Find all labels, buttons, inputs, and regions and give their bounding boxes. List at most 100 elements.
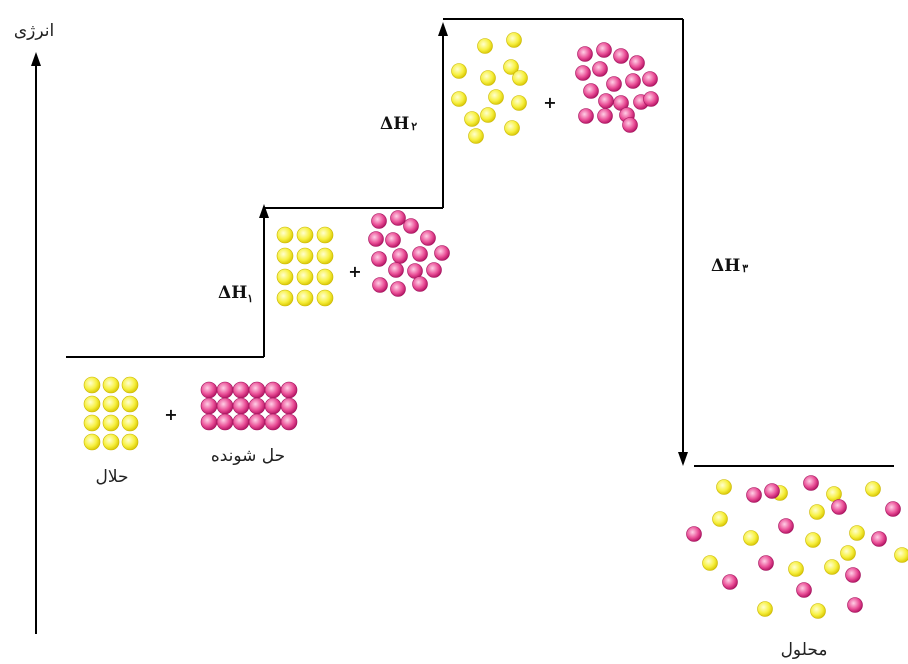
- solvent-particle: [894, 547, 908, 563]
- solvent-particle: [757, 601, 773, 617]
- solvent-particle: [506, 32, 522, 48]
- solute-particle: [643, 91, 659, 107]
- solvent-particle: [451, 91, 467, 107]
- solute-particle: [232, 413, 250, 431]
- energy-axis-label: انرژی: [14, 21, 54, 41]
- solvent-particle: [468, 128, 484, 144]
- solvent-particle: [83, 414, 101, 432]
- solvent-particle: [121, 433, 139, 451]
- solute-particle: [426, 262, 442, 278]
- solute-particle: [216, 397, 234, 415]
- solvent-particle: [83, 395, 101, 413]
- solute-label: حل شونده: [211, 446, 285, 466]
- solute-particle: [412, 246, 428, 262]
- solution-label: محلول: [781, 640, 828, 660]
- plus-sign: +: [348, 262, 361, 281]
- arrow-up-icon: [438, 22, 448, 36]
- solvent-particle: [743, 530, 759, 546]
- solute-particle: [420, 230, 436, 246]
- arrow-down-icon: [678, 452, 688, 466]
- solute-particle: [264, 397, 282, 415]
- solute-particle: [871, 531, 887, 547]
- solute-particle: [368, 231, 384, 247]
- solute-particle: [390, 210, 406, 226]
- solute-particle: [831, 499, 847, 515]
- solvent-particle: [276, 226, 294, 244]
- solute-particle: [248, 397, 266, 415]
- solvent-particle: [824, 559, 840, 575]
- solvent-particle: [121, 414, 139, 432]
- solvent-particles-packed: [276, 226, 334, 307]
- solvent-particles-separated: [451, 32, 528, 144]
- solute-particle: [845, 567, 861, 583]
- solvent-label: حلال: [95, 467, 128, 487]
- solute-particle: [280, 413, 298, 431]
- solvent-particle: [316, 268, 334, 286]
- solute-particle: [598, 93, 614, 109]
- solvent-particle: [316, 289, 334, 307]
- solvent-particle: [809, 504, 825, 520]
- solvent-particle: [102, 395, 120, 413]
- solute-particle: [248, 381, 266, 399]
- solvent-particle: [296, 268, 314, 286]
- plus-sign: +: [164, 405, 177, 424]
- solute-particle: [686, 526, 702, 542]
- solute-particle: [434, 245, 450, 261]
- solute-particle: [613, 48, 629, 64]
- solute-particle: [578, 108, 594, 124]
- solute-particle: [392, 248, 408, 264]
- solute-particle: [200, 397, 218, 415]
- solute-particle: [372, 277, 388, 293]
- solute-particle: [280, 397, 298, 415]
- solute-particle: [606, 76, 622, 92]
- arrow-up-icon: [259, 204, 269, 218]
- solvent-particle: [805, 532, 821, 548]
- solute-particle: [232, 397, 250, 415]
- solute-particle: [403, 218, 419, 234]
- solvent-particle: [316, 226, 334, 244]
- solvent-particles-packed: [83, 376, 139, 451]
- solute-particle: [577, 46, 593, 62]
- solvent-particle: [316, 247, 334, 265]
- solute-particle: [575, 65, 591, 81]
- solvent-particle: [477, 38, 493, 54]
- solute-particle: [280, 381, 298, 399]
- solute-particle: [264, 381, 282, 399]
- solvent-particle: [296, 247, 314, 265]
- solvent-particle: [712, 511, 728, 527]
- solute-particle: [722, 574, 738, 590]
- solvent-particle: [504, 120, 520, 136]
- solute-particle: [803, 475, 819, 491]
- solvent-particle: [488, 89, 504, 105]
- solute-particle: [388, 262, 404, 278]
- energy-axis: انرژی: [14, 21, 54, 634]
- solvent-particle: [810, 603, 826, 619]
- solvent-particle: [511, 95, 527, 111]
- solute-particle: [629, 55, 645, 71]
- solvent-particle: [102, 414, 120, 432]
- solvent-particle: [83, 376, 101, 394]
- energy-level-path: [66, 18, 894, 467]
- solute-particle: [264, 413, 282, 431]
- solute-particle: [385, 232, 401, 248]
- solvent-particle: [865, 481, 881, 497]
- solute-particle: [847, 597, 863, 613]
- solvent-particle: [849, 525, 865, 541]
- solute-particle: [885, 501, 901, 517]
- solvent-particle: [716, 479, 732, 495]
- solvent-particle: [503, 59, 519, 75]
- solvent-particle: [296, 226, 314, 244]
- solvent-particle: [480, 70, 496, 86]
- solvent-particle: [121, 376, 139, 394]
- delta-h1-label: ΔH۱: [218, 283, 253, 305]
- solvent-particle: [276, 268, 294, 286]
- solvent-particle: [102, 433, 120, 451]
- solute-particle: [796, 582, 812, 598]
- solute-particle: [583, 83, 599, 99]
- solvent-particle: [788, 561, 804, 577]
- solute-particles-separated: [575, 42, 659, 133]
- solution-particles-mixed: [686, 475, 908, 619]
